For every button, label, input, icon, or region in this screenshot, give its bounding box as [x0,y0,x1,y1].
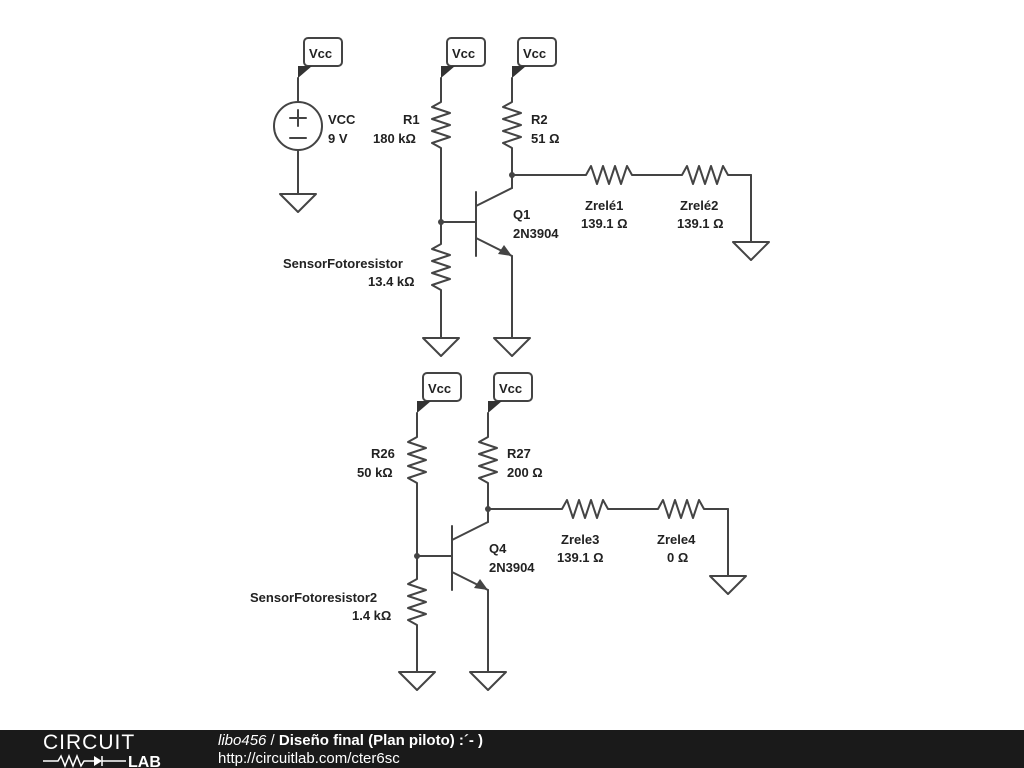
zrele4-value: 0 Ω [667,550,688,565]
ground-symbol [493,337,531,357]
vcc-flag[interactable]: Vcc [441,37,486,78]
ground-symbol [279,193,317,213]
zrele3-name: Zrele3 [561,532,599,547]
resistor-icon [43,753,94,768]
resistor-zrele4[interactable] [653,499,709,519]
r1-value: 180 kΩ [373,131,416,146]
circuit-title: Diseño final (Plan piloto) :´- ) [278,732,484,749]
sensor-value: 13.4 kΩ [368,274,415,289]
vcc-source-value: 9 V [328,131,348,146]
logo-text-bottom: LAB [128,754,161,768]
resistor-r27[interactable] [478,432,498,488]
diode-icon [94,756,102,766]
sensor2-name: SensorFotoresistor2 [250,590,377,605]
ground-symbol [732,241,770,261]
r27-name: R27 [507,446,531,461]
resistor-sensor-fotoresistor2[interactable] [407,574,427,630]
resistor-zrele1[interactable] [581,165,637,185]
footer-bar: CIRCUIT LAB libo456 / Diseño final (Plan… [0,730,1024,768]
junction-dot [438,219,444,225]
footer-url-line: http://circuitlab.com/cter6sc [218,750,400,767]
ground-symbol [398,671,436,691]
vcc-source[interactable] [273,77,323,213]
resistor-zrele2[interactable] [677,165,733,185]
vcc-flag[interactable]: Vcc [298,37,343,78]
circuitlab-logo[interactable]: CIRCUIT LAB [40,730,180,768]
ground-symbol [422,337,460,357]
resistor-sensor-fotoresistor[interactable] [431,239,451,295]
zrele4-name: Zrele4 [657,532,696,547]
r26-name: R26 [371,446,395,461]
r2-name: R2 [531,112,548,127]
sensor-name: SensorFotoresistor [283,256,403,271]
q4-name: Q4 [489,541,507,556]
zrele1-value: 139.1 Ω [581,216,628,231]
vcc-flag-label: Vcc [309,46,332,61]
transistor-q1[interactable] [475,151,531,357]
zrele2-name: Zrelé2 [680,198,718,213]
r27-value: 200 Ω [507,465,543,480]
zrele2-value: 139.1 Ω [677,216,724,231]
q4-value: 2N3904 [489,560,535,575]
junction-dot [414,553,420,559]
vcc-source-name: VCC [328,112,356,127]
vcc-flag-label: Vcc [523,46,546,61]
vcc-flag-label: Vcc [428,381,451,396]
title-separator: / [266,732,279,749]
vcc-flag[interactable]: Vcc [417,372,462,413]
sensor2-value: 1.4 kΩ [352,608,391,623]
vcc-flag-label: Vcc [452,46,475,61]
author-link[interactable]: libo456 [218,732,267,749]
vcc-flag[interactable]: Vcc [512,37,557,78]
r26-value: 50 kΩ [357,465,393,480]
vcc-flag-label: Vcc [499,381,522,396]
resistor-r26[interactable] [407,432,427,488]
zrele1-name: Zrelé1 [585,198,623,213]
resistor-zrele3[interactable] [557,499,613,519]
logo-text-top: CIRCUIT [43,731,135,754]
r2-value: 51 Ω [531,131,560,146]
resistor-r1[interactable] [431,97,451,153]
vcc-flag[interactable]: Vcc [488,372,533,413]
transistor-q4[interactable] [451,486,507,691]
schematic-canvas: VCC 9 V Vcc R1 180 kΩ Vcc SensorFotoresi… [250,37,770,691]
r1-name: R1 [403,112,420,127]
q1-value: 2N3904 [513,226,559,241]
zrele3-value: 139.1 Ω [557,550,604,565]
ground-symbol [709,575,747,595]
ground-symbol [469,671,507,691]
resistor-r2[interactable] [502,97,522,153]
circuit-url-link[interactable]: http://circuitlab.com/cter6sc [218,750,400,767]
footer-title-line: libo456 / Diseño final (Plan piloto) :´-… [218,732,483,749]
q1-name: Q1 [513,207,530,222]
